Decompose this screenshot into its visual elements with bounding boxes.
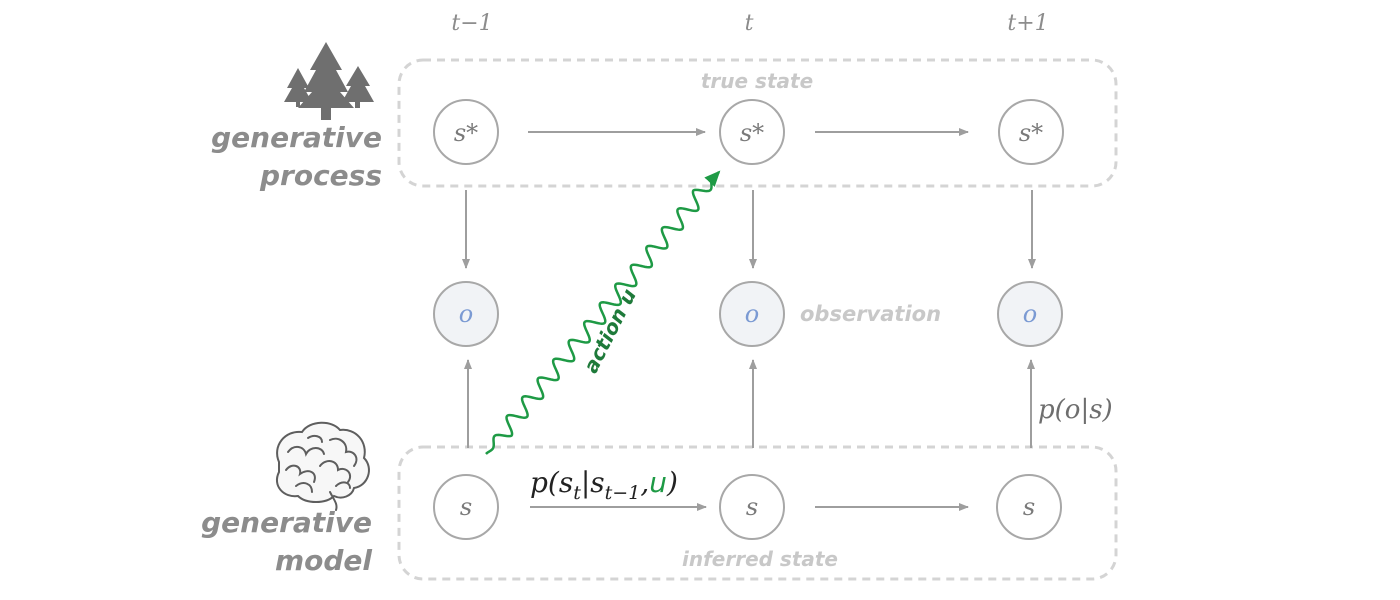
node-true-state-prev-label: s*	[454, 119, 478, 147]
time-label-now: t	[745, 11, 754, 36]
inferred-state-label: inferred state	[682, 547, 838, 571]
observation-label: observation	[800, 302, 941, 326]
node-observation-now-label: o	[745, 300, 759, 328]
inferred-state-region	[397, 445, 1118, 581]
generative-model-line2: model	[275, 544, 372, 577]
node-observation-next-label: o	[1023, 300, 1037, 328]
node-observation-now: o	[719, 281, 785, 347]
node-inferred-state-now: s	[719, 474, 785, 540]
true-state-label: true state	[701, 69, 813, 93]
node-true-state-next-label: s*	[1019, 119, 1043, 147]
node-true-state-next: s*	[998, 99, 1064, 165]
action-arrow	[485, 170, 721, 455]
generative-model-line1: generative	[201, 506, 372, 539]
transition-label: p(st|st−1,u)	[530, 466, 678, 504]
node-observation-prev: o	[433, 281, 499, 347]
likelihood-label: p(o|s)	[1038, 395, 1113, 425]
node-inferred-state-next: s	[996, 474, 1062, 540]
node-inferred-state-prev-label: s	[460, 493, 472, 521]
node-inferred-state-next-label: s	[1023, 493, 1035, 521]
node-observation-next: o	[997, 281, 1063, 347]
node-observation-prev-label: o	[459, 300, 473, 328]
generative-process-line1: generative	[211, 121, 382, 154]
true-state-region	[397, 58, 1118, 188]
generative-process-line2: process	[259, 159, 382, 192]
node-inferred-state-prev: s	[433, 474, 499, 540]
time-label-next: t+1	[1007, 11, 1048, 36]
forest-icon	[284, 42, 374, 120]
time-label-prev: t−1	[451, 11, 492, 36]
node-true-state-prev: s*	[433, 99, 499, 165]
brain-icon	[276, 421, 370, 511]
node-inferred-state-now-label: s	[746, 493, 758, 521]
node-true-state-now-label: s*	[740, 119, 764, 147]
node-true-state-now: s*	[719, 99, 785, 165]
